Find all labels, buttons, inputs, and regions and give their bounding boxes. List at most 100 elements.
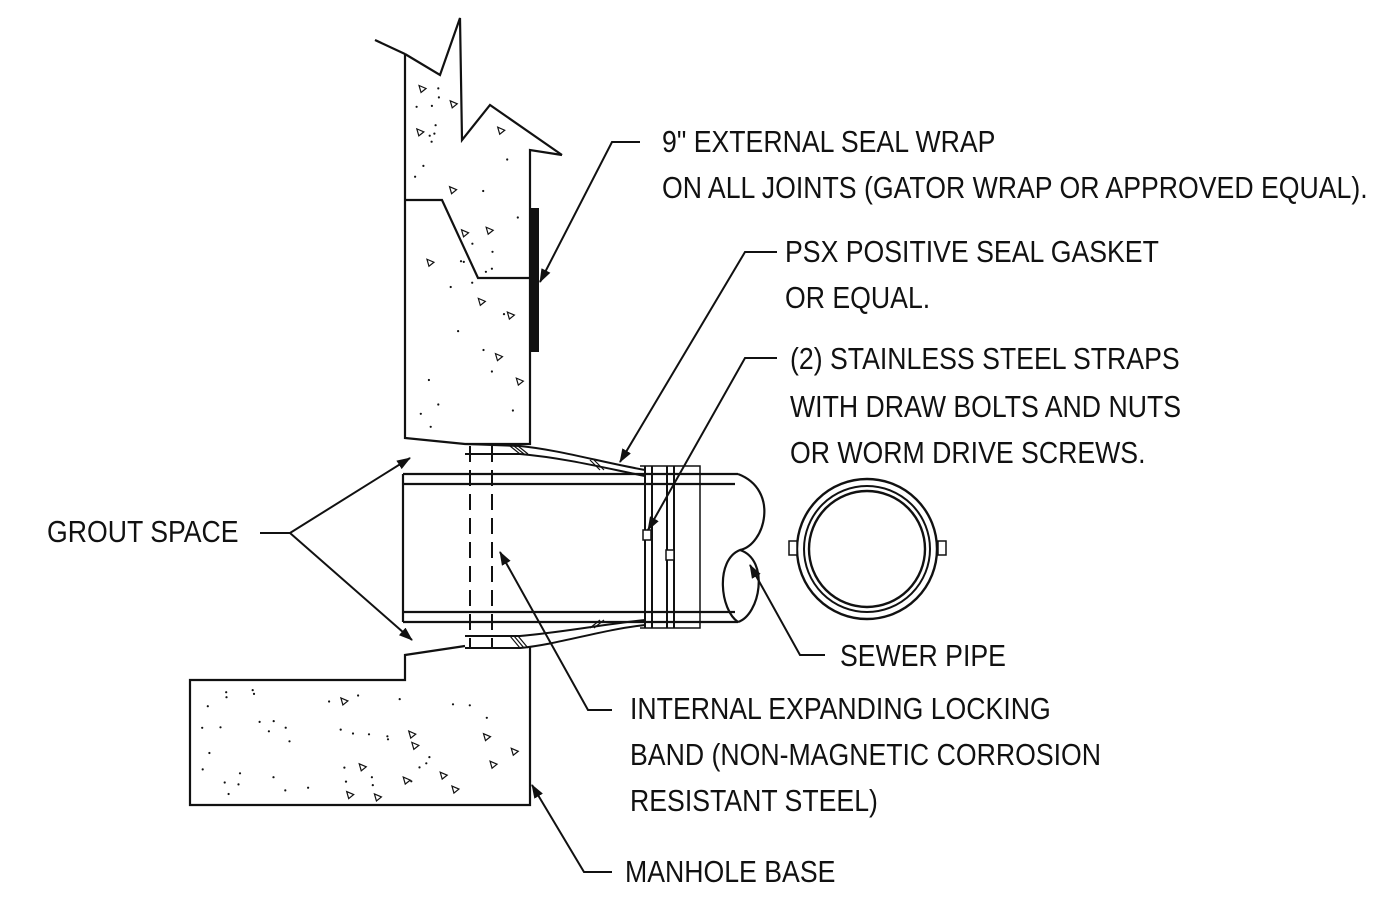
aggregate-dot (482, 348, 485, 352)
aggregate-stone (510, 747, 520, 757)
aggregate-dot (418, 766, 421, 769)
aggregate-stone (415, 127, 425, 137)
aggregate-dot (490, 267, 493, 270)
sewer-pipe-label: SEWER PIPE (840, 638, 1006, 673)
aggregate-dot (252, 692, 256, 696)
aggregate-dot (307, 786, 310, 789)
aggregate-stone (494, 352, 504, 362)
aggregate-dot (451, 703, 455, 706)
aggregate-stone (477, 297, 487, 307)
aggregate-dot (511, 409, 514, 412)
aggregate-dot (449, 285, 452, 289)
pipe-cross-section (788, 477, 947, 621)
aggregate-dot (237, 783, 240, 786)
aggregate-dot (357, 694, 360, 697)
aggregate-dot (490, 370, 493, 373)
aggregate-dot (223, 781, 226, 784)
leader-lines (260, 141, 825, 873)
aggregate-dot (502, 313, 506, 316)
aggregate-dot (506, 158, 509, 161)
aggregate-dot (225, 696, 228, 699)
aggregate-dot (428, 134, 431, 137)
internal-locking-band (469, 446, 493, 648)
aggregate-dot (430, 140, 433, 143)
aggregate-stone (449, 99, 459, 109)
seal-wrap-label-line2: ON ALL JOINTS (GATOR WRAP OR APPROVED EQ… (662, 170, 1368, 205)
manhole-base (188, 644, 532, 807)
aggregate-stone (426, 258, 436, 268)
aggregate-dot (437, 87, 440, 90)
gasket-label-line1: PSX POSITIVE SEAL GASKET (785, 234, 1159, 269)
aggregate-dot (429, 425, 432, 428)
aggregate-dot (386, 735, 389, 738)
aggregate-dot (419, 412, 422, 415)
aggregate-dot (284, 789, 287, 792)
aggregate-dot (201, 768, 204, 771)
aggregate-dot (225, 691, 228, 694)
aggregate-dot (344, 780, 348, 783)
aggregate-dot (425, 762, 428, 765)
aggregate-dot (398, 698, 401, 701)
straps-label-line3: OR WORM DRIVE SCREWS. (790, 435, 1146, 470)
grout-space-label: GROUT SPACE (47, 514, 239, 549)
stainless-steel-straps (640, 465, 701, 629)
aggregate-dot (272, 720, 275, 723)
locking-band-label-line1: INTERNAL EXPANDING LOCKING (630, 691, 1051, 726)
straps-label-line2: WITH DRAW BOLTS AND NUTS (790, 389, 1182, 424)
aggregate-stone (345, 790, 355, 800)
aggregate-stone (489, 760, 499, 770)
sewer-pipe (401, 472, 766, 624)
aggregate-dot (410, 780, 413, 783)
aggregate-dot (258, 720, 261, 724)
aggregate-stone (482, 732, 492, 742)
base-aggregate-texture (201, 689, 520, 802)
seal-wrap-label-line1: 9" EXTERNAL SEAL WRAP (662, 124, 996, 159)
aggregate-dot (468, 704, 471, 707)
aggregate-dot (485, 716, 488, 719)
locking-band-label-line3: RESISTANT STEEL) (630, 783, 878, 818)
aggregate-dot (457, 330, 460, 333)
aggregate-dot (415, 105, 418, 108)
aggregate-dot (459, 260, 463, 263)
aggregate-dot (516, 216, 519, 219)
aggregate-dot (219, 726, 222, 729)
aggregate-dot (471, 242, 474, 245)
aggregate-dot (227, 792, 230, 796)
aggregate-stone (515, 377, 525, 387)
aggregate-stone (373, 792, 383, 802)
aggregate-stone (407, 730, 417, 740)
straps-label-line1: (2) STAINLESS STEEL STRAPS (790, 341, 1180, 376)
aggregate-dot (343, 766, 346, 769)
aggregate-dot (371, 784, 374, 787)
aggregate-dot (471, 281, 474, 284)
aggregate-dot (491, 250, 494, 253)
aggregate-dot (272, 776, 275, 779)
concrete-aggregate-texture (414, 84, 525, 428)
aggregate-dot (482, 189, 485, 193)
aggregate-stone (460, 228, 470, 238)
aggregate-stone (339, 696, 350, 706)
aggregate-dot (206, 705, 209, 708)
aggregate-dot (427, 378, 430, 382)
aggregate-dot (430, 104, 433, 107)
aggregate-stone (410, 741, 420, 751)
aggregate-dot (201, 726, 204, 729)
aggregate-stone (448, 185, 458, 195)
aggregate-stone (418, 84, 428, 94)
aggregate-stone (496, 126, 506, 136)
aggregate-dot (428, 756, 431, 759)
external-seal-wrap (530, 208, 539, 352)
aggregate-dot (267, 730, 270, 733)
aggregate-dot (208, 751, 211, 755)
aggregate-stone (402, 776, 412, 786)
aggregate-dot (433, 132, 436, 135)
aggregate-stone (439, 771, 449, 781)
aggregate-dot (437, 96, 440, 99)
aggregate-dot (288, 740, 291, 743)
manhole-wall (374, 17, 563, 446)
aggregate-stone (358, 762, 368, 772)
aggregate-dot (351, 732, 355, 735)
aggregate-dot (414, 175, 417, 178)
aggregate-dot (386, 738, 390, 741)
